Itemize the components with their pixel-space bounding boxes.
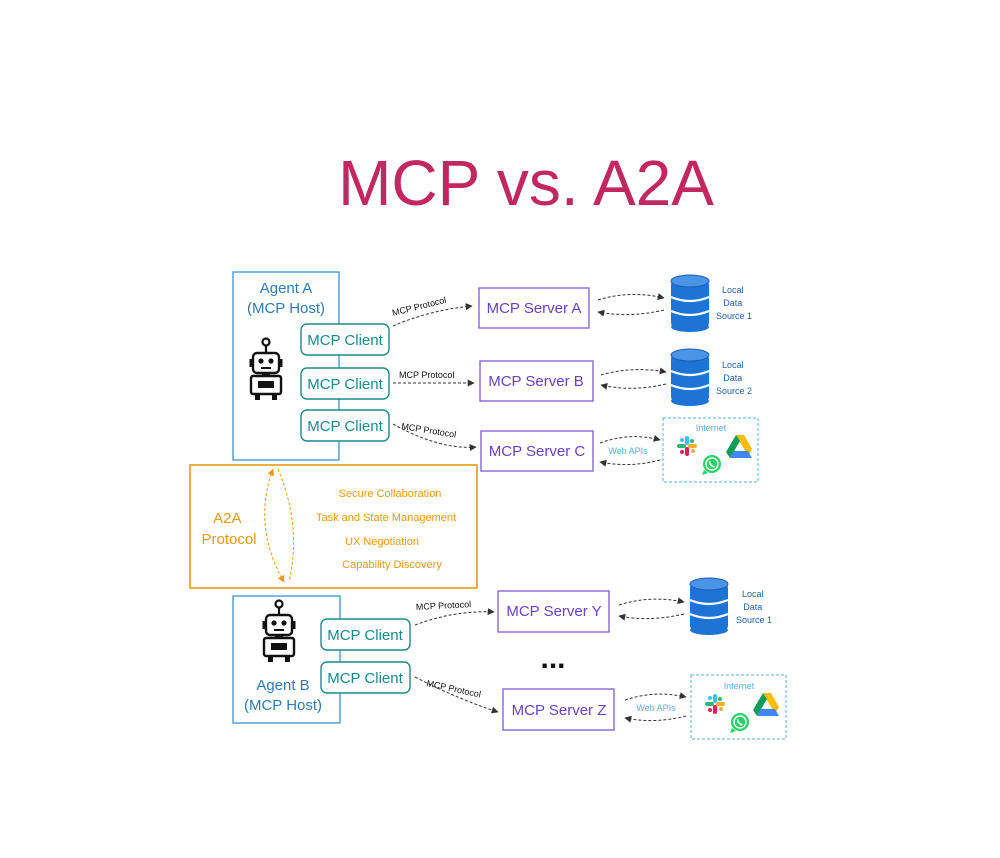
client-label: MCP Client bbox=[327, 670, 403, 687]
data-arrow bbox=[597, 309, 665, 317]
mcp-protocol-label: MCP Protocol bbox=[399, 370, 454, 380]
a2a-arrow bbox=[277, 468, 295, 583]
slack-icon bbox=[705, 694, 725, 714]
agent-b-robot-icon bbox=[261, 599, 297, 664]
data-source-label: Local Data Source 2 bbox=[716, 360, 752, 396]
server-label: MCP Server B bbox=[488, 373, 584, 390]
a2a-feature: Capability Discovery bbox=[342, 559, 442, 571]
a2a-protocol-box bbox=[189, 464, 478, 589]
agent-a-client-2: MCP Client bbox=[300, 367, 390, 400]
web-apis-label: Web APIs bbox=[636, 703, 676, 713]
page-title: MCP vs. A2A bbox=[338, 147, 714, 219]
a2a-feature: Task and State Management bbox=[316, 512, 456, 524]
mcp-server-b: MCP Server B bbox=[479, 360, 594, 402]
data-arrow bbox=[618, 597, 685, 606]
web-api-arrow bbox=[599, 459, 661, 467]
server-label: MCP Server C bbox=[489, 443, 586, 460]
data-source-label: Local Data Source 1 bbox=[736, 589, 772, 625]
client-label: MCP Client bbox=[307, 332, 383, 349]
whatsapp-icon bbox=[729, 712, 750, 734]
agent-a-title: Agent A bbox=[260, 280, 313, 297]
agent-b-subtitle: (MCP Host) bbox=[244, 697, 322, 714]
a2a-feature: UX Negotiation bbox=[345, 536, 419, 548]
agent-a-client-1: MCP Client bbox=[300, 323, 390, 356]
data-arrow bbox=[600, 367, 667, 376]
internet-label: Internet bbox=[696, 423, 727, 433]
web-apis-label: Web APIs bbox=[608, 446, 648, 456]
database-icon bbox=[669, 273, 711, 334]
server-label: MCP Server Y bbox=[506, 603, 601, 620]
mcp-server-a: MCP Server A bbox=[478, 287, 590, 329]
data-arrow bbox=[618, 613, 685, 621]
database-icon bbox=[669, 347, 711, 408]
web-api-arrow bbox=[624, 692, 687, 701]
mcp-protocol-label: MCP Protocol bbox=[416, 599, 472, 612]
mcp-protocol-arrow bbox=[414, 676, 499, 714]
mcp-server-y: MCP Server Y bbox=[497, 590, 610, 633]
mcp-server-z: MCP Server Z bbox=[502, 688, 615, 731]
mcp-protocol-label: MCP Protocol bbox=[391, 295, 447, 318]
web-api-arrow bbox=[624, 715, 687, 723]
agent-a-subtitle: (MCP Host) bbox=[247, 300, 325, 317]
whatsapp-icon bbox=[701, 454, 722, 476]
agent-a-client-3: MCP Client bbox=[300, 409, 390, 442]
agent-b-title: Agent B bbox=[256, 677, 309, 694]
server-label: MCP Server A bbox=[487, 300, 582, 317]
mcp-protocol-arrow bbox=[392, 423, 477, 452]
a2a-arrow bbox=[264, 468, 285, 583]
client-label: MCP Client bbox=[327, 627, 403, 644]
ellipsis: ... bbox=[540, 642, 565, 675]
slack-icon bbox=[677, 436, 697, 456]
google-drive-icon bbox=[753, 693, 779, 716]
mcp-protocol-label: MCP Protocol bbox=[401, 421, 457, 440]
agent-a-robot-icon bbox=[248, 337, 284, 402]
mcp-protocol-label: MCP Protocol bbox=[426, 678, 482, 699]
agent-b-box bbox=[232, 595, 341, 724]
client-label: MCP Client bbox=[307, 418, 383, 435]
data-arrow bbox=[600, 382, 667, 390]
mcp-protocol-arrow bbox=[414, 608, 495, 626]
internet-box bbox=[690, 674, 787, 740]
mcp-protocol-arrow bbox=[392, 303, 473, 327]
server-label: MCP Server Z bbox=[512, 702, 607, 719]
client-label: MCP Client bbox=[307, 376, 383, 393]
internet-box bbox=[662, 417, 759, 483]
web-api-arrow bbox=[599, 434, 661, 444]
a2a-feature: Secure Collaboration bbox=[339, 488, 442, 500]
data-arrow bbox=[597, 293, 665, 301]
database-icon bbox=[688, 576, 730, 637]
agent-b-client-1: MCP Client bbox=[320, 618, 411, 651]
internet-label: Internet bbox=[724, 681, 755, 691]
mcp-server-c: MCP Server C bbox=[480, 430, 594, 472]
google-drive-icon bbox=[726, 435, 752, 458]
agent-b-client-2: MCP Client bbox=[320, 661, 411, 694]
a2a-title: A2A Protocol bbox=[201, 510, 256, 548]
agent-a-box bbox=[232, 271, 340, 461]
data-source-label: Local Data Source 1 bbox=[716, 285, 752, 321]
